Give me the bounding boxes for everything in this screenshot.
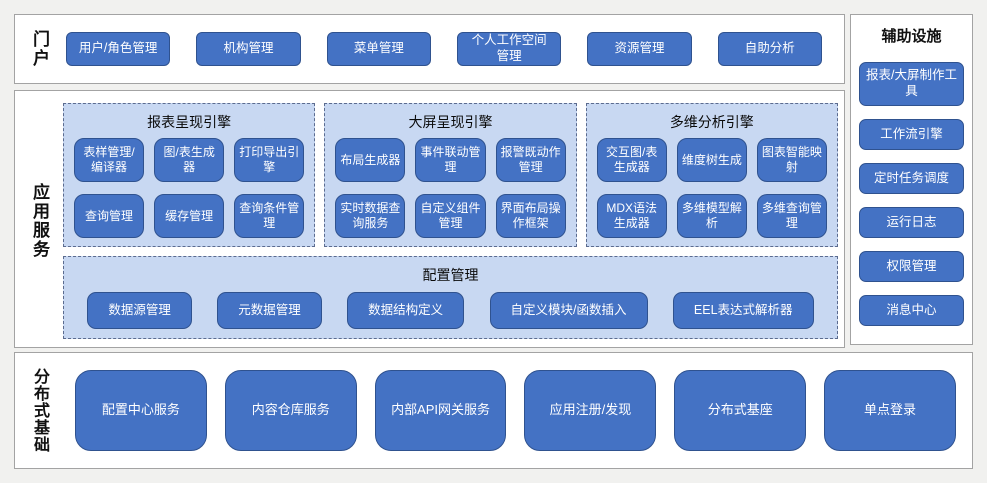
config-mgmt-title: 配置管理 <box>422 267 479 283</box>
auxiliary-section: 辅助设施 报表/大屏制作工具 工作流引擎 定时任务调度 运行日志 权限管理 消息… <box>850 14 973 345</box>
portal-section: 门户 用户/角色管理 机构管理 菜单管理 个人工作空间管理 资源管理 自助分析 <box>14 14 845 84</box>
app-services-section: 应用服务 报表呈现引擎 表样管理/编译器 图/表生成器 打印导出引擎 查询管理 … <box>14 90 845 348</box>
foundation-chip-distributed-base: 分布式基座 <box>674 370 807 451</box>
portal-chip-org-mgmt: 机构管理 <box>196 32 301 66</box>
config-chip-data-structure: 数据结构定义 <box>347 292 465 329</box>
foundation-chip-sso: 单点登录 <box>824 370 956 451</box>
engine-chip: 打印导出引擎 <box>234 138 305 182</box>
foundation-chip-content-repo: 内容仓库服务 <box>224 370 357 451</box>
foundation-chip-api-gateway: 内部API网关服务 <box>374 370 507 451</box>
config-chip-eel-parser: EEL表达式解析器 <box>672 292 814 329</box>
engine-chip: 布局生成器 <box>335 138 406 182</box>
portal-chip-self-analysis: 自助分析 <box>717 32 822 66</box>
report-engine-title: 报表呈现引擎 <box>147 114 232 130</box>
aux-chip-scheduled-tasks: 定时任务调度 <box>859 163 964 194</box>
foundation-chip-config-center: 配置中心服务 <box>75 370 207 451</box>
foundation-items-row: 配置中心服务 内容仓库服务 内部API网关服务 应用注册/发现 分布式基座 单点… <box>75 361 956 460</box>
config-mgmt-row: 数据源管理 元数据管理 数据结构定义 自定义模块/函数插入 EEL表达式解析器 <box>74 291 827 330</box>
app-services-label: 应用服务 <box>30 183 49 259</box>
aux-chip-report-bigscreen-tool: 报表/大屏制作工具 <box>859 62 964 106</box>
auxiliary-stack: 报表/大屏制作工具 工作流引擎 定时任务调度 运行日志 权限管理 消息中心 <box>859 62 964 326</box>
engine-chip: 实时数据查询服务 <box>335 194 406 238</box>
config-chip-custom-module: 自定义模块/函数插入 <box>489 292 648 329</box>
engine-chip: 维度树生成 <box>676 138 747 182</box>
engine-chip: 缓存管理 <box>154 194 225 238</box>
engine-chip: 交互图/表生成器 <box>596 138 667 182</box>
aux-chip-message-center: 消息中心 <box>859 295 964 326</box>
bigscreen-engine-grid: 布局生成器 事件联动管理 报警既动作管理 实时数据查询服务 自定义组件管理 界面… <box>335 138 566 238</box>
foundation-section: 分布式基础 配置中心服务 内容仓库服务 内部API网关服务 应用注册/发现 分布… <box>14 352 973 469</box>
olap-engine-panel: 多维分析引擎 交互图/表生成器 维度树生成 图表智能映射 MDX语法生成器 多维… <box>585 103 838 247</box>
portal-chip-workspace-mgmt: 个人工作空间管理 <box>456 32 562 66</box>
config-chip-datasource-mgmt: 数据源管理 <box>87 292 192 329</box>
olap-engine-grid: 交互图/表生成器 维度树生成 图表智能映射 MDX语法生成器 多维模型解析 多维… <box>596 138 827 238</box>
engine-chip: 事件联动管理 <box>415 138 486 182</box>
aux-chip-workflow-engine: 工作流引擎 <box>859 119 964 150</box>
portal-chip-menu-mgmt: 菜单管理 <box>326 32 431 66</box>
app-services-content: 报表呈现引擎 表样管理/编译器 图/表生成器 打印导出引擎 查询管理 缓存管理 … <box>63 103 838 339</box>
olap-engine-title: 多维分析引擎 <box>669 114 754 130</box>
engine-chip: 报警既动作管理 <box>495 138 566 182</box>
bigscreen-engine-title: 大屏呈现引擎 <box>408 114 493 130</box>
aux-chip-run-logs: 运行日志 <box>859 207 964 238</box>
portal-chip-resource-mgmt: 资源管理 <box>587 32 692 66</box>
foundation-chip-app-registry: 应用注册/发现 <box>524 370 657 451</box>
report-engine-grid: 表样管理/编译器 图/表生成器 打印导出引擎 查询管理 缓存管理 查询条件管理 <box>74 138 305 238</box>
config-chip-metadata-mgmt: 元数据管理 <box>217 292 322 329</box>
engine-chip: 图/表生成器 <box>154 138 225 182</box>
engine-panels-row: 报表呈现引擎 表样管理/编译器 图/表生成器 打印导出引擎 查询管理 缓存管理 … <box>63 103 838 247</box>
foundation-label: 分布式基础 <box>31 368 48 453</box>
portal-chip-user-role-mgmt: 用户/角色管理 <box>66 32 171 66</box>
auxiliary-title: 辅助设施 <box>881 28 942 45</box>
portal-label: 门户 <box>30 30 49 68</box>
engine-chip: 自定义组件管理 <box>415 194 486 238</box>
report-engine-panel: 报表呈现引擎 表样管理/编译器 图/表生成器 打印导出引擎 查询管理 缓存管理 … <box>63 103 316 247</box>
aux-chip-permission-mgmt: 权限管理 <box>859 251 964 282</box>
engine-chip: 图表智能映射 <box>756 138 827 182</box>
engine-chip: 界面布局操作框架 <box>495 194 566 238</box>
bigscreen-engine-panel: 大屏呈现引擎 布局生成器 事件联动管理 报警既动作管理 实时数据查询服务 自定义… <box>324 103 577 247</box>
engine-chip: 查询条件管理 <box>234 194 305 238</box>
engine-chip: 多维模型解析 <box>676 194 747 238</box>
engine-chip: MDX语法生成器 <box>596 194 667 238</box>
engine-chip: 表样管理/编译器 <box>74 138 145 182</box>
engine-chip: 查询管理 <box>74 194 145 238</box>
portal-items-row: 用户/角色管理 机构管理 菜单管理 个人工作空间管理 资源管理 自助分析 <box>66 21 822 77</box>
engine-chip: 多维查询管理 <box>756 194 827 238</box>
config-mgmt-panel: 配置管理 数据源管理 元数据管理 数据结构定义 自定义模块/函数插入 EEL表达… <box>63 256 838 339</box>
